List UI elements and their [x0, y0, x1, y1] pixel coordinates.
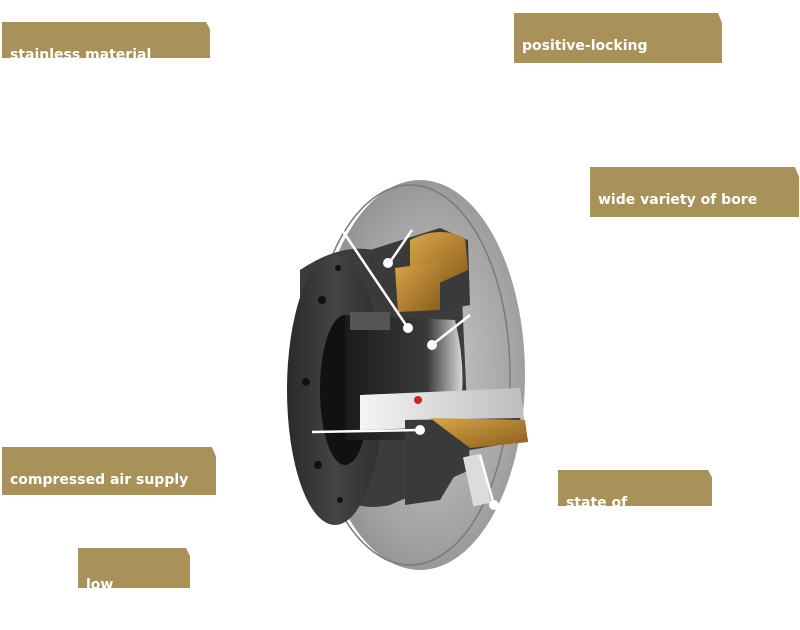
label-bore-sizes: wide variety of bore sizes — [590, 167, 795, 244]
callout-dot-stainless — [403, 323, 413, 333]
label-air-line1: compressed air supply — [10, 472, 189, 488]
label-low-backlash: low backlash — [78, 548, 186, 611]
label-state-of-operation: state of operation — [558, 470, 708, 529]
label-compressed-air: compressed air supply via shaft bore — [2, 447, 212, 524]
label-positive-locking: positive-locking transmission of torque — [514, 13, 718, 90]
red-marker — [414, 396, 422, 404]
label-bore-line1: wide variety of bore — [598, 192, 758, 208]
label-positive-line1: positive-locking — [522, 38, 648, 54]
label-stainless-text: stainless material — [10, 47, 152, 63]
label-state-text: state of operation — [566, 495, 643, 529]
upper-locking-ring — [350, 228, 470, 330]
label-bore-line2: sizes — [598, 228, 638, 244]
callout-dot-air — [415, 425, 425, 435]
label-backlash-text: low backlash — [86, 577, 156, 611]
callout-dot-state — [489, 500, 499, 510]
label-air-line2: via shaft bore — [10, 508, 120, 524]
callout-dots — [383, 258, 499, 510]
label-positive-line2: transmission of torque — [522, 74, 702, 90]
lower-locking-ring — [405, 418, 528, 507]
label-stainless-material: stainless material — [2, 22, 206, 63]
coupling-cutaway-illustration — [287, 180, 528, 570]
callout-dot-positive — [383, 258, 393, 268]
callout-lines — [311, 211, 496, 506]
callout-dot-bore — [427, 340, 437, 350]
